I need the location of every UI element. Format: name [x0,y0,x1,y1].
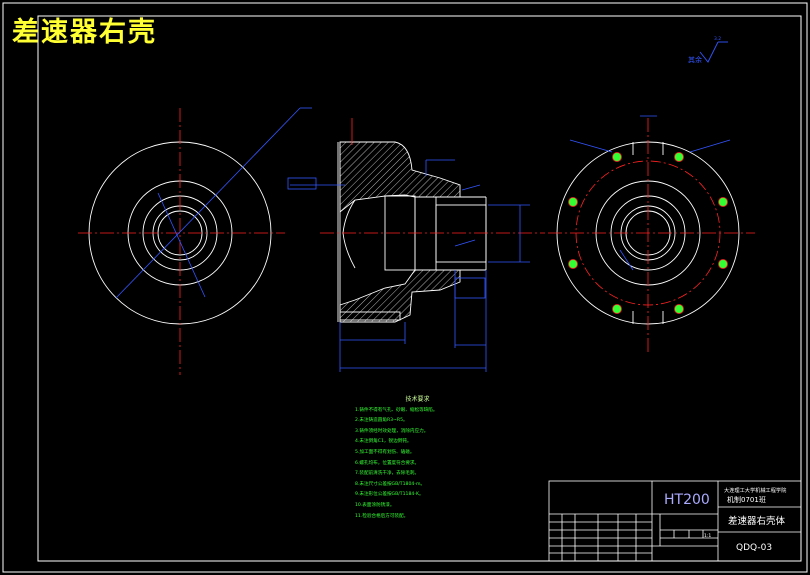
title-block [548,480,802,562]
section-dimensions [287,159,530,372]
right-view-center-lines [548,118,755,355]
roughness-value: 3.2 [714,36,721,42]
bolt-hole [674,152,684,162]
bolt-hole [568,259,578,269]
roughness-label: 其余 [688,55,702,64]
bolt-holes [568,152,728,314]
bolt-hole [718,197,728,207]
note-item: 11.检验合格后方可装配。 [355,513,409,519]
note-item: 1.铸件不得有气孔、砂眼、缩松等缺陷。 [355,407,438,413]
bolt-hole [612,152,622,162]
note-item: 3.铸件须经时效处理，消除内应力。 [355,428,429,434]
bolt-hole [674,304,684,314]
class-name: 机制0701班 [727,495,766,504]
technical-notes-title: 技术要求 [405,396,430,403]
note-item: 10.表面涂防锈漆。 [355,502,395,508]
technical-notes: 技术要求 1.铸件不得有气孔、砂眼、缩松等缺陷。 2.未注铸造圆角R3~R5。 … [355,395,540,522]
note-item: 4.未注倒角C1，锐边倒钝。 [355,439,412,445]
bolt-hole [568,197,578,207]
drawing-frame [37,15,802,562]
note-item: 6.螺孔均布，位置度符合要求。 [355,460,420,466]
note-item: 5.加工面不得有划伤、磕碰。 [355,449,415,455]
part-name: 差速器右壳体 [728,515,786,527]
bolt-hole [612,304,622,314]
section-view [320,118,545,323]
note-item: 9.未注形位公差按GB/T1184-K。 [355,492,424,498]
bolt-hole [718,259,728,269]
drawing-title: 差速器右壳 [12,17,157,48]
left-view-center-lines [78,108,285,375]
note-item: 2.未注铸造圆角R3~R5。 [355,418,408,424]
note-item: 8.未注尺寸公差按GB/T1804-m。 [355,481,426,487]
note-item: 7.装配前清洗干净，去除毛刺。 [355,471,420,477]
drawing-number: QDQ-03 [736,543,772,553]
right-view-dimensions [569,115,731,271]
left-view-dimensions [115,107,312,299]
material-label: HT200 [664,492,710,508]
roughness-symbol [699,41,728,63]
school-name: 大连理工大学机械工程学院 [724,486,787,494]
scale-value: 1:1 [704,533,711,539]
